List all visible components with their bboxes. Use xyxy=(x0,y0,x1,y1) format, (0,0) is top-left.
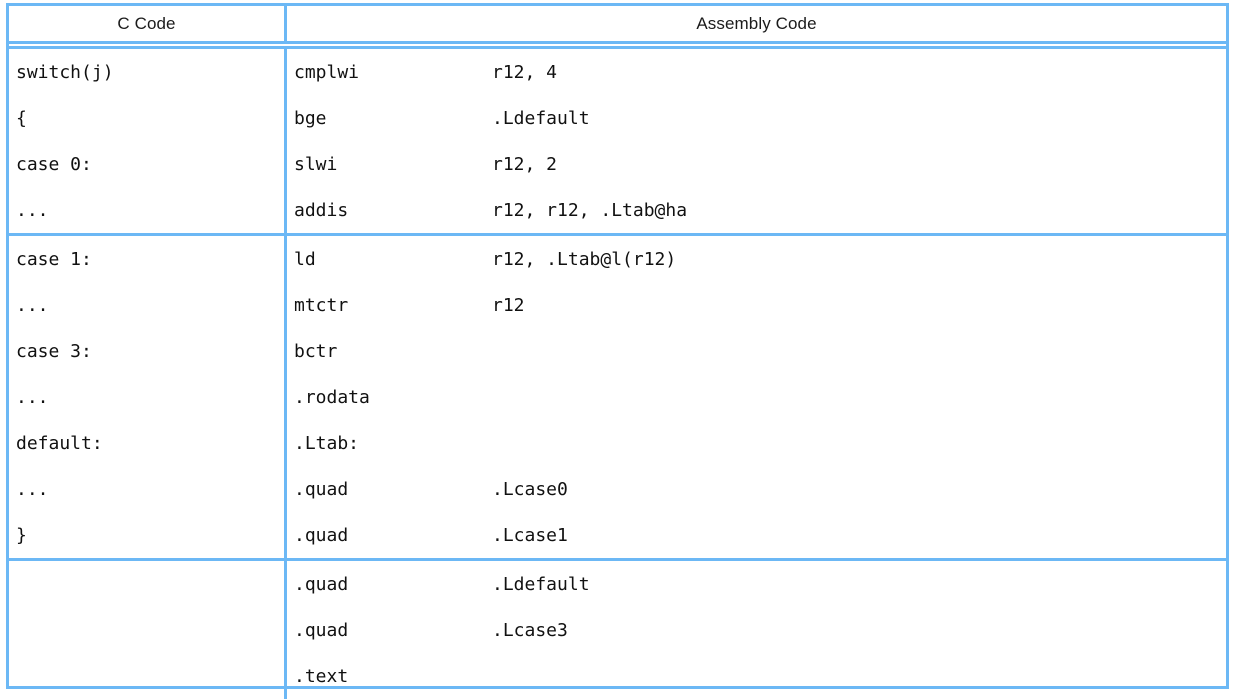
c-code-line: ... xyxy=(16,478,49,500)
c-code-line xyxy=(9,653,284,699)
assembly-line: mtctr r12 xyxy=(287,282,1226,328)
assembly-mnemonic: .Ltab: xyxy=(294,432,360,454)
c-code-line: { xyxy=(16,107,27,129)
c-code-line: switch(j) xyxy=(16,61,114,83)
assembly-code-cell-2: ld r12, .Ltab@l(r12) mtctr r12 bctr .rod… xyxy=(287,236,1226,558)
assembly-line: .text xyxy=(287,653,1226,699)
c-code-line: case 3: xyxy=(16,340,92,362)
c-code-line: case 1: xyxy=(16,248,92,270)
assembly-line: bctr xyxy=(287,328,1226,374)
c-code-line: ... xyxy=(16,199,49,221)
c-code-line xyxy=(9,561,284,607)
c-code-cell-2: case 1: ... case 3: ... default: ... } xyxy=(9,236,287,558)
assembly-operands: .Lcase3 xyxy=(492,619,568,641)
assembly-line: bge .Ldefault xyxy=(287,95,1226,141)
c-code-line: ... xyxy=(16,294,49,316)
assembly-line: .Ltab: xyxy=(287,420,1226,466)
assembly-mnemonic: cmplwi xyxy=(294,61,360,83)
assembly-mnemonic: bctr xyxy=(294,340,338,362)
c-code-line xyxy=(9,607,284,653)
c-code-line: case 0: xyxy=(16,153,92,175)
assembly-operands: r12, .Ltab@l(r12) xyxy=(492,248,677,270)
assembly-mnemonic: ld xyxy=(294,248,316,270)
table-group-2: case 1: ... case 3: ... default: ... } l… xyxy=(9,233,1226,558)
c-code-line: default: xyxy=(16,432,103,454)
assembly-mnemonic: .quad xyxy=(294,573,349,595)
table-header-row: C Code Assembly Code xyxy=(9,6,1226,41)
assembly-code-cell-1: cmplwi r12, 4 bge .Ldefault slwi r12, 2 … xyxy=(287,49,1226,233)
assembly-operands: .Ldefault xyxy=(492,107,590,129)
assembly-mnemonic: .quad xyxy=(294,478,349,500)
table-group-1: switch(j) { case 0: ... cmplwi r12, 4 bg… xyxy=(9,49,1226,233)
column-header-c-code: C Code xyxy=(9,6,287,41)
assembly-mnemonic: bge xyxy=(294,107,327,129)
assembly-operands: .Lcase1 xyxy=(492,524,568,546)
assembly-mnemonic: .quad xyxy=(294,619,349,641)
assembly-mnemonic: addis xyxy=(294,199,349,221)
assembly-mnemonic: .text xyxy=(294,665,349,687)
column-header-assembly-code: Assembly Code xyxy=(696,13,817,33)
c-code-line: } xyxy=(16,524,27,546)
header-double-rule xyxy=(9,41,1226,49)
assembly-mnemonic: slwi xyxy=(294,153,338,175)
c-code-line: ... xyxy=(16,386,49,408)
code-comparison-table: C Code Assembly Code switch(j) { case 0:… xyxy=(6,3,1229,699)
assembly-operands: .Lcase0 xyxy=(492,478,568,500)
c-code-cell-1: switch(j) { case 0: ... xyxy=(9,49,287,233)
assembly-line: addis r12, r12, .Ltab@ha xyxy=(287,187,1226,233)
assembly-mnemonic: mtctr xyxy=(294,294,349,316)
assembly-line: ld r12, .Ltab@l(r12) xyxy=(287,236,1226,282)
assembly-line: .quad .Lcase1 xyxy=(287,512,1226,558)
assembly-operands: .Ldefault xyxy=(492,573,590,595)
assembly-line: .quad .Ldefault xyxy=(287,561,1226,607)
assembly-mnemonic: .quad xyxy=(294,524,349,546)
assembly-operands: r12 xyxy=(492,294,525,316)
assembly-line: .quad .Lcase0 xyxy=(287,466,1226,512)
assembly-operands: r12, 4 xyxy=(492,61,558,83)
assembly-operands: r12, r12, .Ltab@ha xyxy=(492,199,688,221)
c-code-cell-3 xyxy=(9,561,287,699)
assembly-operands: r12, 2 xyxy=(492,153,558,175)
table-group-3: .quad .Ldefault .quad .Lcase3 .text xyxy=(9,558,1226,699)
assembly-line: slwi r12, 2 xyxy=(287,141,1226,187)
assembly-mnemonic: .rodata xyxy=(294,386,370,408)
assembly-line: cmplwi r12, 4 xyxy=(287,49,1226,95)
assembly-code-cell-3: .quad .Ldefault .quad .Lcase3 .text xyxy=(287,561,1226,699)
assembly-line: .rodata xyxy=(287,374,1226,420)
assembly-line: .quad .Lcase3 xyxy=(287,607,1226,653)
